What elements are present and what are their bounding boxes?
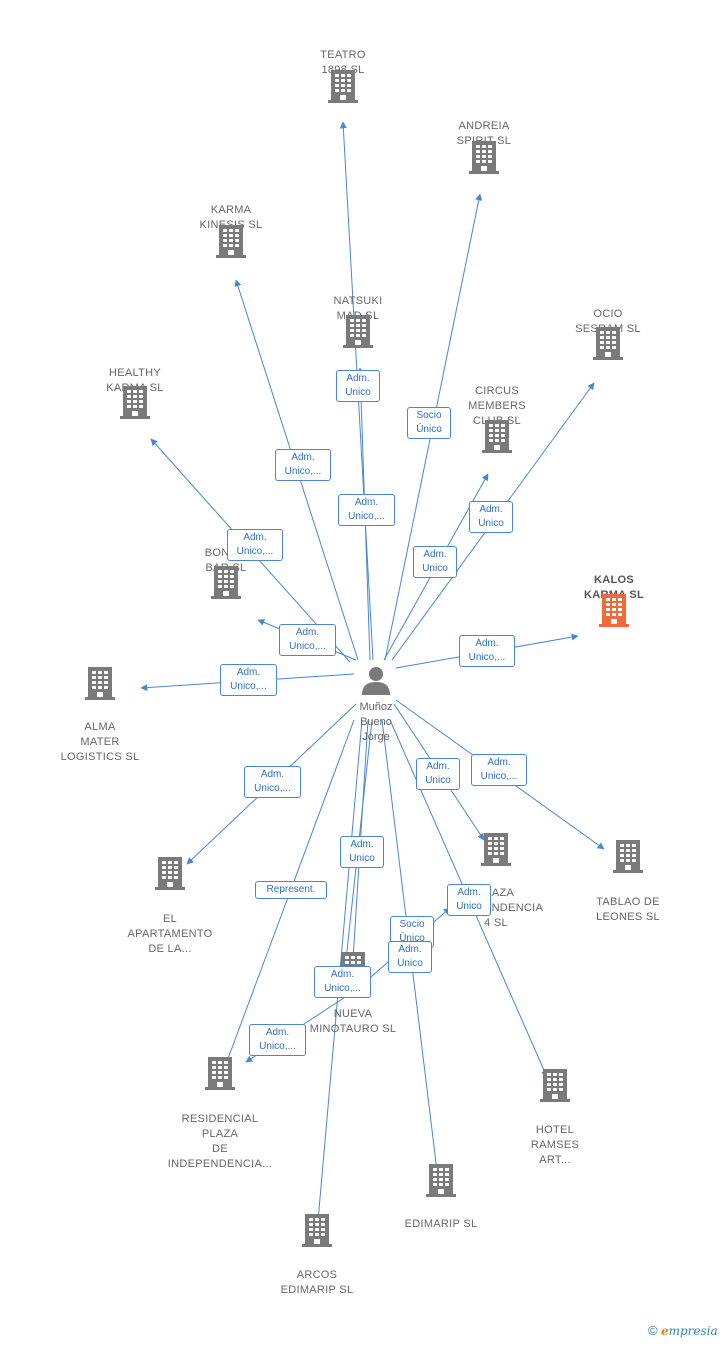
edge-label-e-nueva[interactable]: Adm. Unico <box>340 836 384 868</box>
company-name[interactable]: TABLAO DE LEONES SL <box>596 896 660 923</box>
edge-label-e-alma[interactable]: Adm. Unico,... <box>220 664 277 696</box>
person-node[interactable]: Muñoz Bueno Jorge <box>345 664 407 745</box>
company-name[interactable]: HOTEL RAMSES ART... <box>530 1124 580 1166</box>
edge-label-e-andreia[interactable]: Socio Único <box>407 407 451 439</box>
building-icon[interactable] <box>611 838 645 874</box>
building-icon[interactable] <box>203 1055 237 1091</box>
edge-label-e-edimarip[interactable]: Adm. Unico <box>388 941 432 973</box>
company-name[interactable]: ARCOS EDIMARIP SL <box>280 1269 354 1296</box>
building-icon[interactable] <box>153 855 187 891</box>
edge-label-e-healthy[interactable]: Adm. Unico,... <box>227 529 283 561</box>
footer-brand: © empresia <box>648 1323 718 1338</box>
edge-label-e-teatro[interactable]: Adm. Unico,... <box>338 494 395 526</box>
building-icon[interactable] <box>480 418 514 454</box>
building-icon[interactable] <box>591 325 625 361</box>
building-icon[interactable] <box>83 665 117 701</box>
company-name[interactable]: EDIMARIP SL <box>404 1218 478 1230</box>
company-name[interactable]: NUEVA MINOTAURO SL <box>309 1008 397 1035</box>
building-icon[interactable] <box>479 831 513 867</box>
building-icon[interactable] <box>467 139 501 175</box>
edge-label-e-plaza2[interactable]: Adm. Unico <box>447 884 491 916</box>
brand-logo: empresia <box>660 1324 718 1338</box>
building-icon[interactable] <box>300 1212 334 1248</box>
building-icon[interactable] <box>214 223 248 259</box>
building-icon[interactable] <box>341 313 375 349</box>
copyright-icon: © <box>648 1323 658 1338</box>
building-icon[interactable] <box>424 1162 458 1198</box>
edge-label-e-ocio[interactable]: Adm. Unico <box>469 501 513 533</box>
building-icon[interactable] <box>209 564 243 600</box>
edge-label-e-kalos[interactable]: Adm. Unico,... <box>459 635 515 667</box>
edge-label-e-el-apart[interactable]: Adm. Unico,... <box>244 766 301 798</box>
edge-label-e-tablao[interactable]: Adm. Unico,... <box>471 754 527 786</box>
edge-label-e-plaza[interactable]: Adm. Unico <box>416 758 460 790</box>
edge-label-e-arcos[interactable]: Adm. Unico,... <box>314 966 371 998</box>
person-icon <box>362 667 390 695</box>
company-name[interactable]: RESIDENCIAL PLAZA DE INDEPENDENCIA... <box>167 1113 273 1170</box>
building-icon[interactable] <box>118 384 152 420</box>
building-icon[interactable] <box>538 1067 572 1103</box>
edge-label-e-residencial[interactable]: Adm. Unico,... <box>249 1024 306 1056</box>
company-name[interactable]: ALMA MATER LOGISTICS SL <box>60 721 140 763</box>
building-icon[interactable] <box>597 592 631 628</box>
edge-label-e-natsuki[interactable]: Adm. Unico <box>336 370 380 402</box>
company-name[interactable]: NATSUKI MAD SL <box>333 295 383 322</box>
building-icon[interactable] <box>326 68 360 104</box>
edge-label-e-circus[interactable]: Adm. Unico <box>413 546 457 578</box>
person-name: Muñoz Bueno Jorge <box>359 701 393 743</box>
company-name[interactable]: EL APARTAMENTO DE LA... <box>127 913 213 955</box>
edge-label-e-karma-kinesis[interactable]: Adm. Unico,... <box>275 449 331 481</box>
edge-label-e-bongo[interactable]: Adm. Unico,... <box>279 624 336 656</box>
edge-label-e-residencial-rep[interactable]: Represent. <box>255 881 327 899</box>
